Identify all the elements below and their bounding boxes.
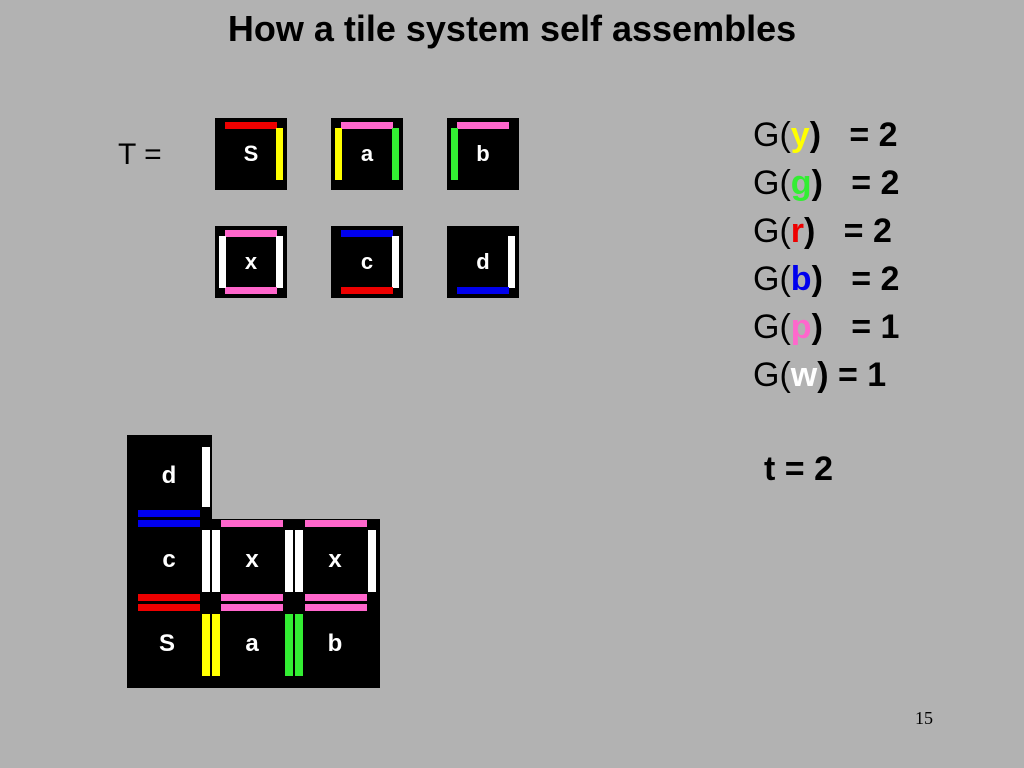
tile-label: b [476, 141, 490, 166]
glue-west-bar [451, 128, 458, 180]
glue-north-bar [305, 520, 367, 527]
tile-S: S [215, 118, 287, 190]
glue-east-bar [202, 447, 210, 507]
assembly-tile-label: x [328, 546, 342, 573]
glue-prefix: G( [753, 116, 791, 154]
glue-strength-value: ) = 2 [811, 164, 900, 202]
glue-south-bar [225, 287, 277, 294]
tile-label: c [360, 249, 374, 274]
glue-east-bar [392, 128, 399, 180]
assembly-tile-label: x [245, 546, 259, 573]
glue-west-bar [295, 530, 303, 592]
glue-color-symbol: b [790, 260, 812, 298]
tile-d: d [447, 226, 519, 298]
glue-prefix: G( [753, 308, 791, 346]
glue-east-bar [202, 614, 210, 676]
glue-east-bar [392, 236, 399, 288]
glue-south-bar [221, 594, 283, 601]
glue-prefix: G( [753, 356, 791, 394]
glue-east-bar [368, 530, 376, 592]
tile-a: a [331, 118, 403, 190]
glue-prefix: G( [753, 260, 791, 298]
glue-east-bar [276, 128, 283, 180]
glue-east-bar [276, 236, 283, 288]
tile-label: d [476, 249, 490, 274]
tile-x: x [215, 226, 287, 298]
glue-west-bar [219, 236, 226, 288]
assembly-tile-label: c [162, 546, 176, 573]
glue-strength-value: ) = 2 [811, 260, 900, 298]
glue-north-bar [138, 604, 200, 611]
tile-b: b [447, 118, 519, 190]
glue-strength-row: G(y) = 2 [753, 116, 898, 155]
glue-strength-row: G(p) = 1 [753, 308, 899, 347]
glue-south-bar [138, 594, 200, 601]
glue-west-bar [212, 614, 220, 676]
glue-north-bar [225, 122, 277, 129]
glue-south-bar [457, 287, 509, 294]
glue-strength-row: G(w) = 1 [753, 356, 886, 395]
glue-east-bar [508, 236, 515, 288]
assembly-block [127, 519, 380, 688]
glue-strength-value: ) = 1 [817, 356, 887, 394]
glue-south-bar [138, 510, 200, 517]
slide-title: How a tile system self assembles [227, 8, 797, 49]
glue-north-bar [221, 604, 283, 611]
glue-prefix: G( [753, 164, 791, 202]
glue-north-bar [225, 230, 277, 237]
glue-color-symbol: p [790, 308, 812, 346]
glue-strength-value: ) = 2 [809, 116, 898, 154]
glue-color-symbol: r [790, 212, 805, 250]
glue-strength-row: G(b) = 2 [753, 260, 899, 299]
assembly-tile-label: b [327, 630, 343, 657]
assembly-block [127, 435, 212, 520]
assembly-tile-label: S [158, 630, 175, 657]
page-number: 15 [915, 708, 933, 728]
temperature-label: t = 2 [764, 450, 833, 488]
glue-east-bar [202, 530, 210, 592]
glue-prefix: G( [753, 212, 791, 250]
tileset-label: T = [118, 138, 162, 171]
glue-south-bar [305, 594, 367, 601]
glue-strength-value: ) = 2 [804, 212, 892, 250]
glue-south-bar [341, 287, 393, 294]
glue-west-bar [295, 614, 303, 676]
assembly-tile-label: a [245, 630, 259, 657]
glue-east-bar [285, 614, 293, 676]
glue-strength-row: G(g) = 2 [753, 164, 899, 203]
glue-west-bar [335, 128, 342, 180]
glue-strength-row: G(r) = 2 [753, 212, 892, 251]
glue-color-symbol: g [790, 164, 812, 202]
glue-east-bar [285, 530, 293, 592]
glue-west-bar [212, 530, 220, 592]
glue-north-bar [457, 122, 509, 129]
assembly-tile-label: d [161, 462, 177, 489]
tile-label: a [360, 141, 374, 166]
glue-strength-value: ) = 1 [811, 308, 900, 346]
tile-c: c [331, 226, 403, 298]
glue-north-bar [341, 230, 393, 237]
glue-north-bar [221, 520, 283, 527]
tile-label: x [244, 249, 258, 274]
glue-north-bar [341, 122, 393, 129]
glue-north-bar [138, 520, 200, 527]
glue-north-bar [305, 604, 367, 611]
glue-color-symbol: w [790, 356, 818, 394]
glue-color-symbol: y [790, 116, 810, 154]
tile-label: S [243, 141, 259, 166]
